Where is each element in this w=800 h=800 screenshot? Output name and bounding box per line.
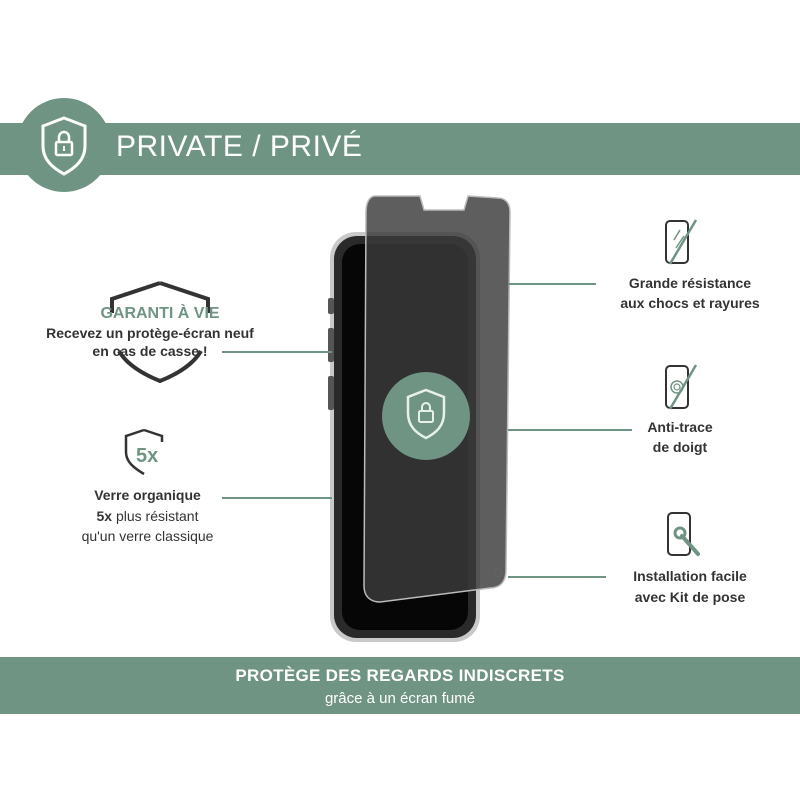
phone-illustration [328,195,511,642]
phone-scratch-icon [665,219,698,265]
connector-guarantee [222,351,332,353]
footer-subtitle: grâce à un écran fumé [324,690,476,707]
guarantee-title: GARANTI À VIE [100,305,220,322]
header-icon-badge [17,98,111,192]
fingerprint-line2: de doigt [652,439,708,455]
shield-icon [110,281,210,384]
glass-line2-rest: plus résistant [112,508,199,524]
shield-5x-icon: 5x [124,428,164,476]
guarantee-line1: Recevez un protège-écran neuf [46,325,254,341]
header-banner [0,123,800,175]
glass-line2: 5x plus résistant [60,508,235,524]
glass-line3: qu'un verre classique [81,528,214,544]
phone-wrench-icon [667,512,700,556]
footer-banner [0,657,800,714]
resistance-line1: Grande résistance [628,275,752,291]
badge-5x: 5x [136,445,158,467]
footer-title: PROTÈGE DES REGARDS INDISCRETS [235,666,565,685]
install-line2: avec Kit de pose [634,589,746,605]
connector-glass [222,497,332,499]
guarantee-line2: en cas de casse ! [92,343,208,359]
connector-fingerprint [508,429,632,431]
fingerprint-line1: Anti-trace [647,419,713,435]
lock-icon [406,388,446,440]
glass-line2-bold: 5x [96,508,113,524]
connector-install [508,576,606,578]
install-line1: Installation facile [633,568,747,584]
glass-line1: Verre organique [94,487,201,503]
phone-fingerprint-icon [665,364,698,410]
connector-resistance [508,283,596,285]
resistance-line2: aux chocs et rayures [620,295,760,311]
page-title: PRIVATE / PRIVÉ [116,130,363,163]
shield-lock-icon [41,116,87,176]
